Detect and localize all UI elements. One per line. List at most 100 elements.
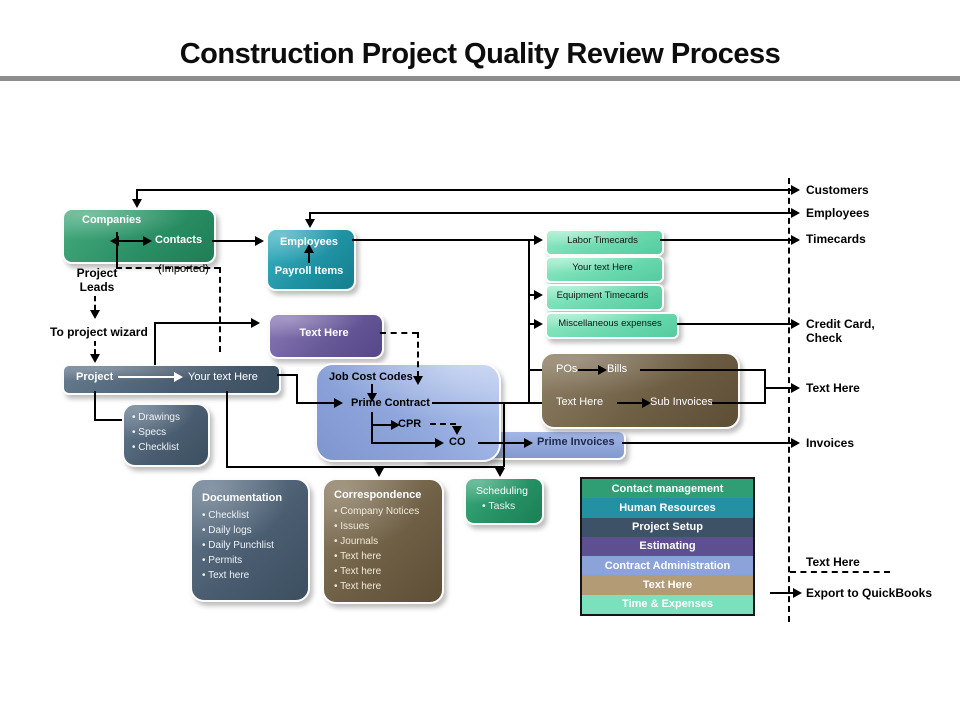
connector	[371, 384, 373, 394]
connector	[578, 369, 600, 371]
project-bar	[62, 364, 281, 395]
equipment-timecards-label: Equipment Timecards	[556, 290, 649, 301]
sub-invoices-label: Sub Invoices	[650, 396, 713, 408]
project-label: Project	[76, 371, 114, 383]
po-bills-box	[540, 352, 740, 429]
documentation-item: Daily Punchlist	[202, 538, 274, 553]
connector	[677, 323, 792, 325]
connector	[226, 466, 504, 468]
module-legend-table: Contact management Human Resources Proje…	[580, 477, 755, 616]
connector	[212, 240, 257, 242]
labor-timecards-box	[545, 229, 664, 256]
legend-row: Contract Administration	[582, 556, 753, 576]
connector	[277, 374, 297, 376]
connector	[226, 391, 228, 468]
arrowhead	[391, 420, 400, 430]
connector	[712, 402, 765, 404]
legend-row: Text Here	[582, 575, 753, 595]
arrowhead	[374, 468, 384, 477]
imported-label: (Imported)	[158, 263, 209, 275]
arrowhead	[791, 383, 800, 393]
correspondence-item: Text here	[334, 579, 419, 594]
arrowhead	[534, 235, 543, 245]
arrowhead	[452, 426, 462, 435]
arrowhead	[251, 318, 260, 328]
connector	[94, 419, 122, 421]
legend-row: Project Setup	[582, 517, 753, 537]
arrowhead	[435, 438, 444, 448]
arrowhead	[534, 319, 543, 329]
documentation-list: Checklist Daily logs Daily Punchlist Per…	[202, 508, 274, 583]
arrowhead	[304, 244, 314, 253]
connector	[660, 239, 792, 241]
arrowhead	[255, 236, 264, 246]
legend-row: Contact management	[582, 479, 753, 499]
connector	[770, 592, 794, 594]
arrowhead	[367, 393, 377, 402]
connector	[119, 240, 145, 242]
connector	[308, 253, 310, 263]
text-here-purple-box	[268, 313, 384, 359]
bills-label: Bills	[607, 363, 628, 375]
documentation-item: Checklist	[202, 508, 274, 523]
page-title: Construction Project Quality Review Proc…	[179, 38, 781, 70]
companies-label: Companies	[82, 214, 142, 226]
correspondence-list: Company Notices Issues Journals Text her…	[334, 504, 419, 594]
connector	[478, 442, 526, 444]
arrowhead	[534, 290, 543, 300]
arrowhead	[791, 208, 800, 218]
connector	[528, 369, 542, 371]
your-text-here-mint-label: Your text Here	[572, 262, 633, 273]
arrowhead	[413, 376, 423, 385]
connector	[430, 423, 456, 425]
connector	[219, 267, 221, 352]
connector	[309, 212, 311, 220]
arrowhead	[793, 588, 802, 598]
correspondence-item: Company Notices	[334, 504, 419, 519]
connector	[528, 294, 536, 296]
export-quickbooks-label: Export to QuickBooks	[806, 586, 933, 600]
arrowhead	[143, 236, 152, 246]
connector	[94, 341, 96, 354]
prime-contract-label: Prime Contract	[351, 397, 430, 409]
your-text-here-label: Your text Here	[188, 371, 258, 383]
arrowhead	[791, 438, 800, 448]
export-dashed-line	[790, 571, 890, 573]
connector	[154, 323, 156, 365]
companies-box	[62, 208, 216, 264]
drawings-item: Drawings	[132, 410, 180, 425]
connector	[116, 232, 118, 268]
correspondence-item: Journals	[334, 534, 419, 549]
correspondence-item: Text here	[334, 564, 419, 579]
documentation-item: Text here	[202, 568, 274, 583]
arrowhead	[642, 398, 651, 408]
cpr-label: CPR	[398, 418, 422, 430]
connector	[94, 391, 96, 420]
scheduling-label: Scheduling	[476, 485, 528, 497]
connector	[118, 376, 176, 378]
to-project-wizard-label: To project wizard	[50, 325, 148, 339]
documentation-item: Permits	[202, 553, 274, 568]
correspondence-item: Issues	[334, 519, 419, 534]
arrowhead	[791, 235, 800, 245]
connector	[371, 424, 393, 426]
text-here-right-label-1: Text Here	[806, 381, 860, 395]
arrowhead	[334, 398, 343, 408]
legend-row: Time & Expenses	[582, 594, 753, 614]
drawings-item: Specs	[132, 425, 180, 440]
pos-label: POs	[556, 363, 578, 375]
connector	[503, 404, 505, 467]
arrowhead	[495, 468, 505, 477]
project-leads-label: Project Leads	[76, 266, 118, 294]
boundary-dashed-line	[788, 178, 790, 622]
connector	[764, 387, 792, 389]
co-label: CO	[449, 436, 466, 448]
prime-invoices-label: Prime Invoices	[537, 436, 615, 448]
connector	[116, 267, 220, 269]
documentation-title: Documentation	[202, 492, 283, 504]
connector	[136, 189, 792, 191]
correspondence-item: Text here	[334, 549, 419, 564]
timecards-label: Timecards	[806, 232, 866, 246]
connector	[352, 239, 535, 241]
connector	[764, 369, 766, 404]
